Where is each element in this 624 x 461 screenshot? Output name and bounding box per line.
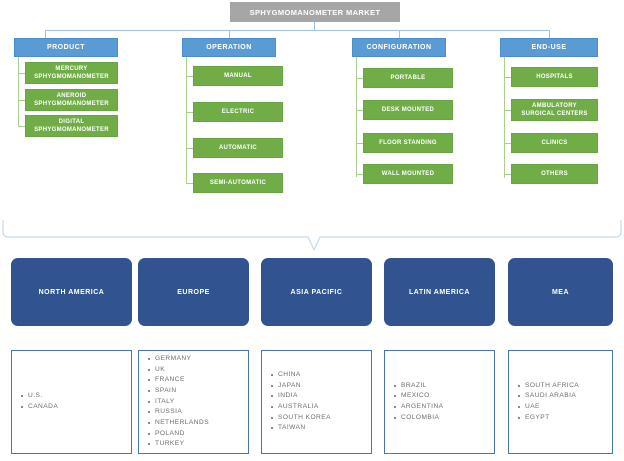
segment-item-electric[interactable]: ELECTRIC: [193, 102, 283, 122]
connector-drop-enduse: [549, 30, 550, 38]
country-item: FRANCE: [147, 375, 209, 386]
connector-branch-operation-2: [186, 112, 194, 113]
region-box-europe[interactable]: EUROPE: [138, 258, 249, 326]
connector-branch-config-1: [356, 78, 364, 79]
segment-item-automatic[interactable]: AUTOMATIC: [193, 138, 283, 158]
connector-branch-product-2: [18, 100, 26, 101]
segment-item-others[interactable]: OTHERS: [511, 164, 598, 184]
country-item: GERMANY: [147, 354, 209, 365]
connector-branch-enduse-1: [504, 77, 512, 78]
diagram-title: SPHYGMOMANOMETER MARKET: [230, 2, 400, 22]
country-item: EGYPT: [517, 413, 579, 424]
country-item: SAUDI ARABIA: [517, 391, 579, 402]
country-list: U.S.CANADA: [12, 391, 58, 412]
connector-spine-operation: [186, 57, 187, 183]
country-item: MEXICO: [394, 391, 444, 402]
country-item: INDIA: [271, 391, 331, 402]
country-item: COLOMBIA: [394, 413, 444, 424]
country-item: RUSSIA: [147, 407, 209, 418]
segment-item-hospitals[interactable]: HOSPITALS: [511, 67, 598, 87]
connector-drop-product: [45, 30, 46, 38]
region-box-latin-america[interactable]: LATIN AMERICA: [384, 258, 495, 326]
country-item: SOUTH AFRICA: [517, 381, 579, 392]
connector-branch-config-3: [356, 143, 364, 144]
segment-item-wall-mounted[interactable]: WALL MOUNTED: [363, 164, 453, 184]
segment-header-operation[interactable]: OPERATION: [182, 38, 276, 57]
connector-spine-configuration: [356, 57, 357, 177]
connector-branch-enduse-2: [504, 110, 512, 111]
segment-item-desk-mounted[interactable]: DESK MOUNTED: [363, 100, 453, 120]
segment-header-configuration[interactable]: CONFIGURATION: [352, 38, 446, 57]
connector-branch-product-3: [18, 126, 26, 127]
connector-branch-operation-4: [186, 183, 194, 184]
country-item: CHINA: [271, 370, 331, 381]
connector-branch-product-1: [18, 73, 26, 74]
segment-item-clinics[interactable]: CLINICS: [511, 133, 598, 153]
segment-item-mercury-sphygmomanometer[interactable]: MERCURY SPHYGMOMANOMETER: [25, 62, 118, 84]
connector-branch-config-2: [356, 110, 364, 111]
segment-item-floor-standing[interactable]: FLOOR STANDING: [363, 133, 453, 153]
segment-item-portable[interactable]: PORTABLE: [363, 68, 453, 88]
country-item: CANADA: [20, 402, 58, 413]
country-item: ARGENTINA: [394, 402, 444, 413]
connector-top-bus: [45, 30, 550, 31]
region-box-mea[interactable]: MEA: [508, 258, 613, 326]
segment-header-product[interactable]: PRODUCT: [14, 38, 118, 57]
region-box-north-america[interactable]: NORTH AMERICA: [11, 258, 132, 326]
segment-item-aneroid-sphygmomanometer[interactable]: ANEROID SPHYGMOMANOMETER: [25, 89, 118, 111]
country-item: POLAND: [147, 429, 209, 440]
country-item: UAE: [517, 402, 579, 413]
country-item: TURKEY: [147, 439, 209, 450]
country-item: NETHERLANDS: [147, 418, 209, 429]
country-item: UK: [147, 365, 209, 376]
connector-branch-config-4: [356, 174, 364, 175]
connector-spine-enduse: [504, 57, 505, 178]
country-item: AUSTRALIA: [271, 402, 331, 413]
country-item: SOUTH KOREA: [271, 413, 331, 424]
connector-branch-enduse-3: [504, 143, 512, 144]
country-item: TAIWAN: [271, 423, 331, 434]
segment-item-semi-automatic[interactable]: SEMI-AUTOMATIC: [193, 173, 283, 193]
country-item: ITALY: [147, 397, 209, 408]
connector-drop-operation: [229, 30, 230, 38]
segment-item-ambulatory-surgical-centers[interactable]: AMBULATORY SURGICAL CENTERS: [511, 99, 598, 121]
connector-drop-configuration: [399, 30, 400, 38]
segment-item-manual[interactable]: MANUAL: [193, 66, 283, 86]
connector-branch-operation-3: [186, 148, 194, 149]
connector-title-stem: [314, 22, 315, 31]
country-item: BRAZIL: [394, 381, 444, 392]
country-item: JAPAN: [271, 381, 331, 392]
country-item: SPAIN: [147, 386, 209, 397]
region-box-asia-pacific[interactable]: ASIA PACIFIC: [261, 258, 372, 326]
section-divider-brace: [2, 220, 622, 252]
connector-branch-operation-1: [186, 76, 194, 77]
country-item: U.S.: [20, 391, 58, 402]
connector-branch-enduse-4: [504, 174, 512, 175]
country-list-north-america: U.S.CANADA: [11, 350, 132, 454]
segment-header-end-use[interactable]: END-USE: [500, 38, 598, 57]
connector-spine-product: [18, 57, 19, 126]
segment-item-digital-sphygmomanometer[interactable]: DIGITAL SPHYGMOMANOMETER: [25, 115, 118, 137]
